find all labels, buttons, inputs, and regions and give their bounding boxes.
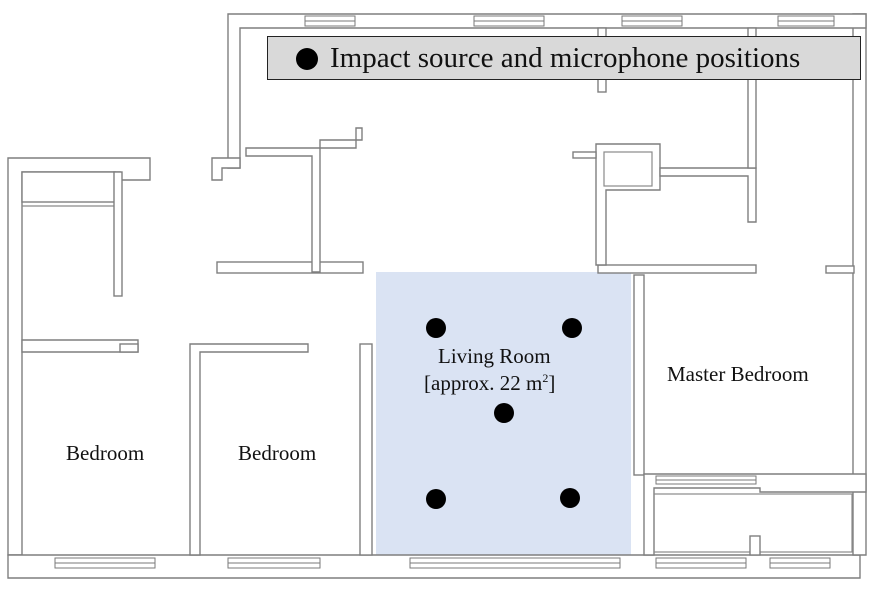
legend-marker-icon [296,48,318,70]
area-text: [approx. 22 m [424,371,543,395]
interior-walls [189,27,867,556]
bedroom-label-1: Bedroom [66,441,145,465]
area-exponent: 2 [542,371,549,385]
position-marker-top-left [426,318,446,338]
position-marker-center [494,403,514,423]
bottom-windows [54,475,831,569]
bedroom-label-2: Bedroom [238,441,317,465]
left-wardrobe [21,171,139,353]
area-suffix: ] [548,371,556,395]
position-marker-bottom-right [560,488,580,508]
outer-walls [7,13,867,579]
living-room-label: Living Room [438,344,551,368]
legend: Impact source and microphone positions [267,36,861,80]
master-bedroom-label: Master Bedroom [667,362,809,386]
position-marker-top-right [562,318,582,338]
position-marker-bottom-left [426,489,446,509]
living-room-area-label: [approx. 22 m2] [424,371,555,396]
top-windows [304,15,835,27]
legend-label: Impact source and microphone positions [330,42,801,74]
